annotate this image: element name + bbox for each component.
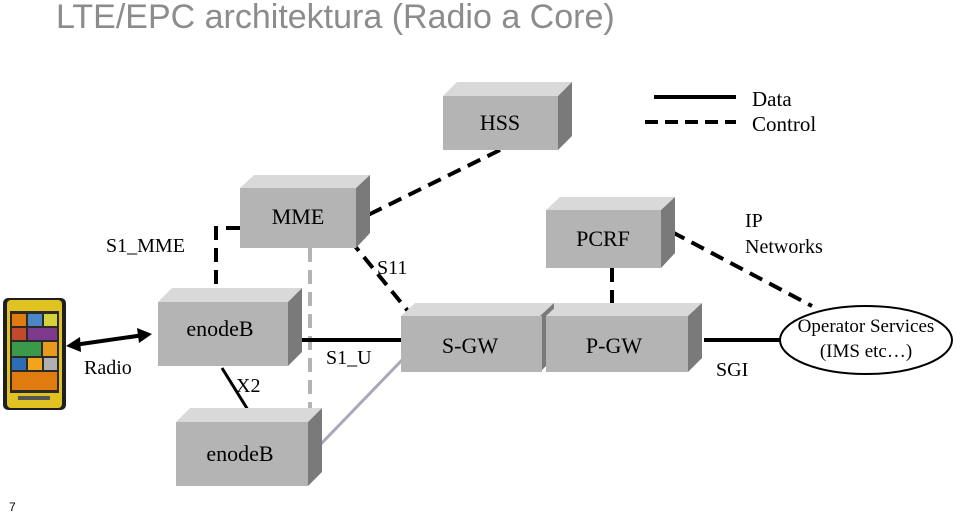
hss-control-link	[367, 148, 501, 217]
s11-control-link	[348, 238, 414, 318]
radio-arrow-head-right	[137, 328, 152, 343]
mme-node: MME	[240, 175, 370, 248]
mobile-phone-icon	[3, 298, 66, 410]
enodeb-top-node: enodeB	[158, 288, 302, 366]
legend: Data Control	[645, 87, 816, 136]
x2-label: X2	[236, 375, 260, 397]
ip-networks-line2: Networks	[745, 236, 823, 258]
pcrf-operator-control-link	[671, 230, 813, 308]
operator-services-line1: Operator Services	[798, 316, 935, 337]
radio-label: Radio	[84, 357, 132, 379]
hss-label: HSS	[480, 110, 520, 135]
sgi-label: SGI	[716, 359, 748, 381]
enodeb-bottom-label: enodeB	[206, 441, 273, 466]
slide-number: 7	[9, 500, 16, 514]
ip-networks-line1: IP	[745, 210, 763, 232]
legend-control-label: Control	[752, 112, 816, 136]
enodeb-bottom-sgw-link	[318, 358, 404, 447]
s1-mme-control-link	[214, 226, 240, 292]
s11-label: S11	[377, 257, 407, 279]
pcrf-node: PCRF	[546, 197, 675, 268]
radio-arrow-head-left	[66, 337, 81, 352]
operator-services-line2: (IMS etc…)	[820, 341, 912, 362]
pcrf-label: PCRF	[576, 226, 630, 251]
s1-mme-label: S1_MME	[106, 235, 185, 257]
sgw-node: S-GW	[401, 303, 560, 372]
mme-label: MME	[272, 204, 325, 229]
sgw-label: S-GW	[442, 333, 498, 358]
pgw-node: P-GW	[546, 303, 702, 372]
slide-title: LTE/EPC architektura (Radio a Core)	[56, 0, 615, 36]
legend-data-label: Data	[752, 87, 792, 111]
x2-link	[220, 367, 250, 411]
radio-arrow	[73, 333, 145, 347]
operator-services-oval	[779, 305, 953, 375]
enodeb-top-label: enodeB	[186, 316, 253, 341]
enodeb-bottom-node: enodeB	[176, 408, 322, 486]
hss-node: HSS	[443, 82, 572, 150]
pgw-label: P-GW	[586, 333, 642, 358]
s1-u-label: S1_U	[326, 347, 372, 369]
